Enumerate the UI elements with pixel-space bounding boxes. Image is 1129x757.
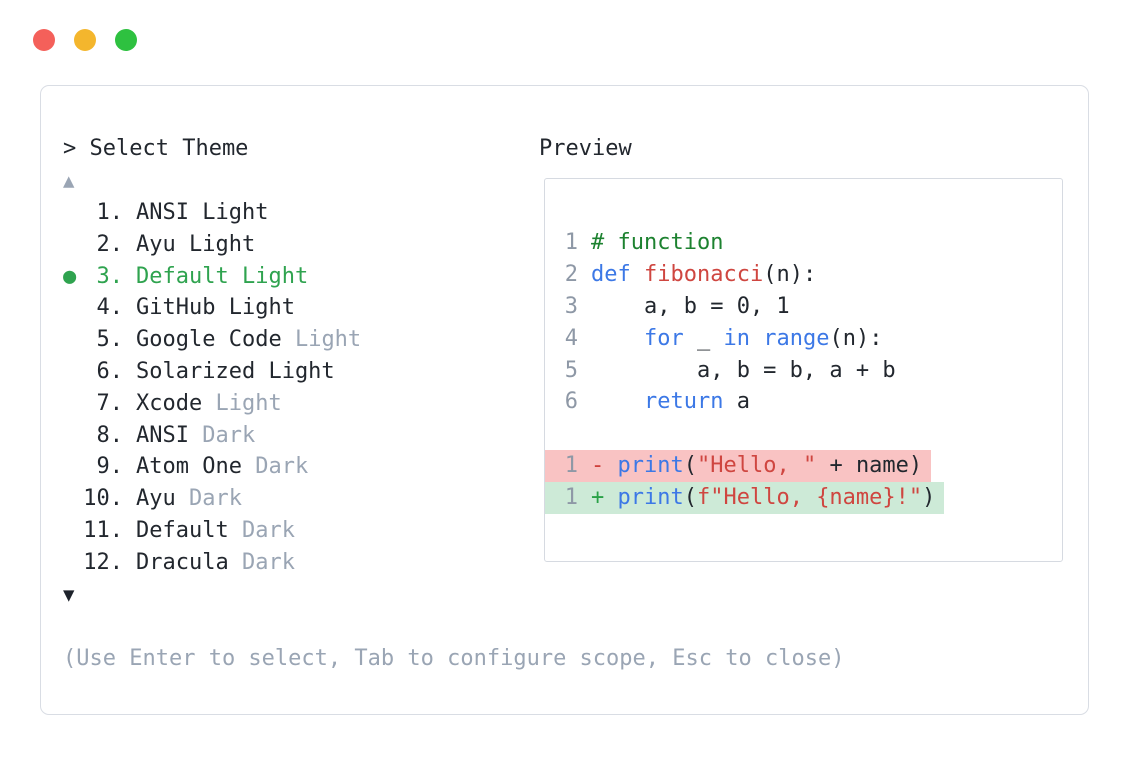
- scroll-down-icon[interactable]: ▼: [63, 584, 75, 606]
- theme-number: 8.: [96, 422, 124, 448]
- code-token: print: [617, 453, 684, 479]
- theme-option-11[interactable]: 11. Default Dark: [63, 515, 361, 547]
- code-token: (: [683, 453, 697, 479]
- theme-option-4[interactable]: 4. GitHub Light: [63, 292, 361, 324]
- theme-name: Default: [136, 517, 229, 543]
- theme-variant: Light: [202, 390, 282, 416]
- theme-name: Default Light: [136, 263, 309, 289]
- code-line-4: 4 for _ in range(n):: [545, 323, 891, 355]
- theme-variant: Light: [281, 327, 362, 353]
- code-line-5: 5 a, b = b, a + b: [545, 355, 905, 387]
- code-token: (n):: [829, 325, 883, 351]
- code-token: fibonacci: [643, 261, 764, 287]
- code-token: [591, 389, 644, 414]
- theme-option-9[interactable]: 9. Atom One Dark: [63, 451, 361, 483]
- code-token: return: [643, 389, 737, 415]
- prompt-title: > Select Theme: [63, 136, 249, 161]
- code-token: print: [617, 485, 684, 511]
- code-token: [591, 326, 644, 351]
- line-number: 5: [564, 357, 578, 383]
- maximize-button[interactable]: [115, 29, 137, 51]
- code-token: in: [723, 325, 764, 351]
- close-button[interactable]: [33, 29, 55, 51]
- theme-option-7[interactable]: 7. Xcode Light: [63, 388, 361, 420]
- diff-minus-sign: -: [591, 453, 618, 479]
- theme-variant: Dark: [188, 422, 256, 448]
- theme-number: 3.: [96, 263, 124, 289]
- preview-title: Preview: [539, 136, 632, 161]
- theme-number: 12.: [83, 549, 123, 575]
- theme-number: 9.: [96, 454, 124, 480]
- scroll-up-icon[interactable]: ▲: [63, 170, 75, 192]
- code-line-blank: [545, 418, 600, 450]
- theme-name: Atom One: [136, 454, 242, 480]
- code-line-1: 1 # function: [545, 227, 732, 259]
- code-token: ): [922, 485, 936, 511]
- code-token: (n):: [763, 261, 817, 287]
- code-token: def: [591, 261, 644, 287]
- code-line-6: 6 return a: [545, 386, 759, 418]
- window-controls: [33, 29, 137, 51]
- theme-name: Dracula: [136, 549, 229, 575]
- theme-option-5[interactable]: 5. Google Code Light: [63, 324, 362, 356]
- code-token: + name): [816, 453, 923, 479]
- code-token: f"Hello, {name}!": [696, 485, 923, 511]
- theme-option-3[interactable]: ● 3. Default Light: [63, 261, 361, 293]
- theme-option-6[interactable]: 6. Solarized Light: [63, 356, 361, 388]
- theme-option-2[interactable]: 2. Ayu Light: [63, 229, 361, 261]
- code-token: a: [736, 389, 750, 415]
- code-token: _: [696, 325, 724, 351]
- line-number: 3: [564, 293, 578, 319]
- keyboard-hint: (Use Enter to select, Tab to configure s…: [63, 646, 845, 671]
- code-token: a, b = b, a + b: [591, 357, 896, 383]
- theme-variant: Dark: [175, 486, 242, 512]
- theme-name: GitHub Light: [136, 295, 295, 321]
- code-token: for: [643, 325, 697, 351]
- code-line-3: 3 a, b = 0, 1: [545, 291, 799, 323]
- theme-name: Ayu: [136, 486, 176, 512]
- theme-option-12[interactable]: 12. Dracula Dark: [63, 547, 361, 579]
- code-token: "Hello, ": [696, 453, 817, 479]
- theme-number: 7.: [96, 390, 124, 416]
- line-number: 1: [564, 485, 578, 511]
- code-token: # function: [591, 230, 724, 255]
- minimize-button[interactable]: [74, 29, 96, 51]
- code-token: a, b = 0, 1: [591, 293, 790, 319]
- diff-added-line: 1 + print(f"Hello, {name}!"): [545, 482, 945, 515]
- theme-variant: Dark: [228, 517, 295, 543]
- line-number: 4: [564, 325, 578, 351]
- theme-number: 10.: [83, 486, 123, 512]
- code-token: range: [763, 325, 830, 351]
- theme-name: Xcode: [136, 390, 203, 416]
- theme-number: 1.: [96, 200, 124, 225]
- theme-option-8[interactable]: 8. ANSI Dark: [63, 420, 361, 452]
- theme-number: 2.: [96, 231, 124, 257]
- selected-bullet-icon: ●: [63, 263, 77, 289]
- line-number: 2: [564, 261, 578, 287]
- code-token: (: [683, 485, 697, 511]
- theme-option-10[interactable]: 10. Ayu Dark: [63, 483, 361, 515]
- theme-variant: Dark: [228, 549, 295, 575]
- code-line-2: 2 def fibonacci(n):: [545, 259, 825, 291]
- theme-name: Solarized Light: [136, 358, 335, 384]
- theme-name: ANSI Light: [136, 200, 269, 225]
- line-number: 6: [564, 389, 578, 415]
- theme-list: 1. ANSI Light 2. Ayu Light ● 3. Default Ligh…: [63, 197, 361, 579]
- line-number: 1: [564, 453, 578, 479]
- theme-variant: Dark: [241, 454, 309, 480]
- theme-name: ANSI: [136, 422, 189, 448]
- line-number: 1: [564, 230, 578, 255]
- theme-option-1[interactable]: 1. ANSI Light: [63, 197, 361, 229]
- diff-removed-line: 1- print("Hello, " + name): [545, 450, 932, 483]
- theme-name: Ayu Light: [136, 231, 256, 257]
- theme-number: 11.: [83, 517, 123, 543]
- theme-number: 5.: [96, 327, 124, 353]
- diff-plus-sign: +: [591, 485, 618, 511]
- theme-picker-panel: > Select Theme ▲ 1. ANSI Light 2. Ayu Ligh…: [40, 85, 1089, 715]
- theme-number: 6.: [96, 358, 124, 384]
- theme-name: Google Code: [136, 327, 282, 353]
- theme-number: 4.: [96, 295, 124, 321]
